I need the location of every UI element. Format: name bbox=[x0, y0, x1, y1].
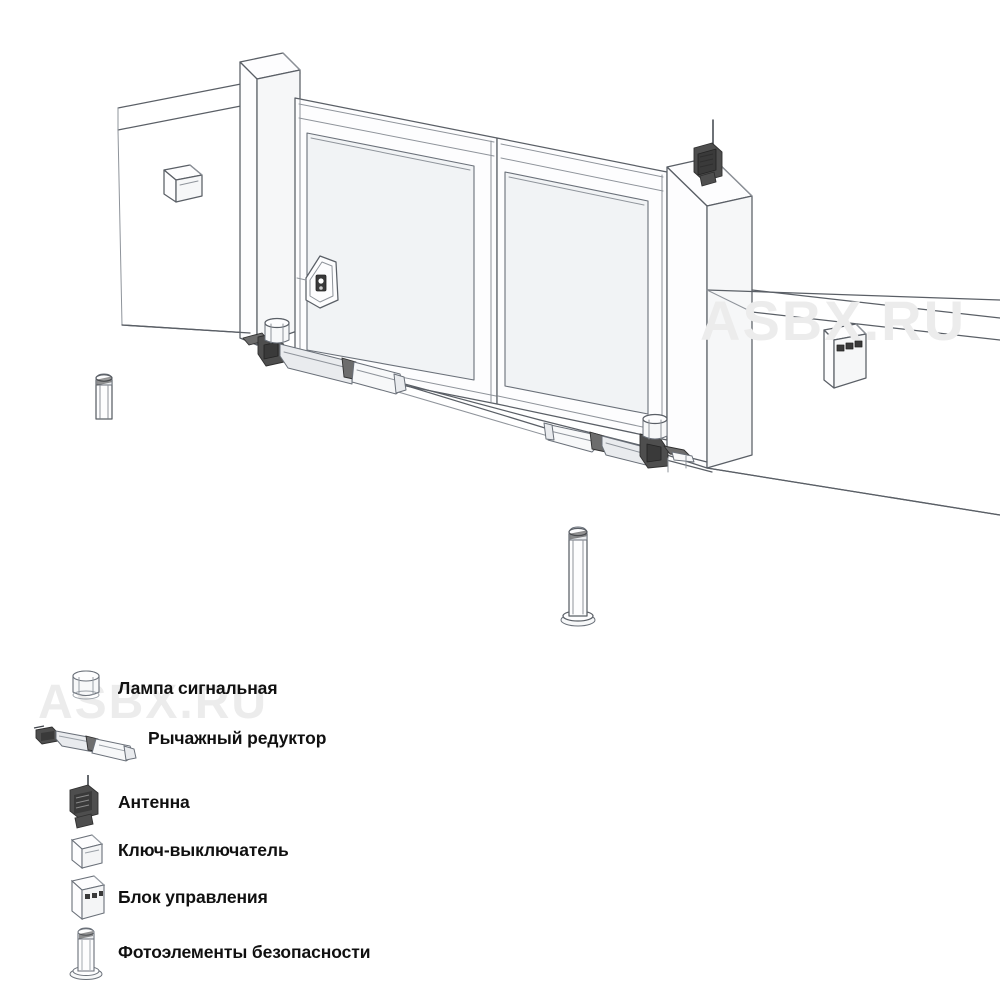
legend-label-photocell: Фотоэлементы безопасности bbox=[118, 941, 371, 962]
legend-item-signal-lamp: Лампа сигнальная bbox=[58, 658, 278, 718]
control-unit-wall bbox=[823, 323, 867, 389]
key-switch-wall bbox=[163, 164, 203, 203]
antenna-icon bbox=[58, 772, 118, 832]
photocell-post-center bbox=[560, 526, 596, 627]
legend-item-lever-actuator: Рычажный редуктор bbox=[30, 708, 326, 768]
photocell-post-left bbox=[95, 373, 113, 420]
legend-item-antenna: Антенна bbox=[58, 772, 190, 832]
control-unit-icon bbox=[58, 867, 118, 927]
legend-item-key-switch: Ключ-выключатель bbox=[58, 820, 289, 880]
lever-actuator-icon bbox=[30, 708, 150, 768]
gate-leaf-left bbox=[294, 97, 498, 405]
legend-label-antenna: Антенна bbox=[118, 791, 190, 812]
legend-item-control-unit: Блок управления bbox=[58, 867, 268, 927]
signal-lamp-icon bbox=[58, 658, 118, 718]
key-switch-gate bbox=[296, 255, 339, 309]
legend-label-signal-lamp: Лампа сигнальная bbox=[118, 677, 278, 698]
legend-label-key-switch: Ключ-выключатель bbox=[118, 839, 289, 860]
actuator-right bbox=[543, 422, 695, 473]
legend-label-lever-actuator: Рычажный редуктор bbox=[148, 727, 327, 748]
watermark-top-right: ASBX.RU bbox=[700, 289, 967, 352]
legend-item-photocell: Фотоэлементы безопасности bbox=[58, 922, 370, 982]
legend-label-control-unit: Блок управления bbox=[118, 886, 268, 907]
gate-leaf-right bbox=[496, 137, 668, 441]
left-pillar bbox=[239, 52, 301, 346]
key-switch-icon bbox=[58, 820, 118, 880]
signal-lamp-right bbox=[642, 413, 668, 440]
photocell-icon bbox=[58, 922, 118, 982]
signal-lamp-left bbox=[264, 317, 290, 344]
antenna-on-pillar bbox=[693, 119, 723, 187]
